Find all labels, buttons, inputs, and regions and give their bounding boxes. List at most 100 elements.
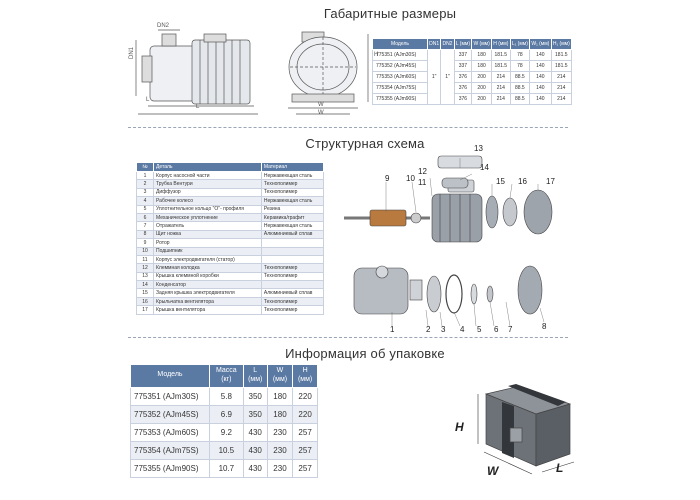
cell-material: Алюминиевый сплав — [260, 288, 325, 298]
cell-part: Крыльчатка вентилятора — [153, 296, 262, 307]
cell-mass: 10.5 — [209, 440, 244, 460]
cell-material: Алюминиевый сплав — [260, 229, 325, 240]
cell-number: 3 — [136, 187, 154, 198]
part-number-16: 16 — [518, 177, 527, 186]
cell-part: Корпус насосной части — [153, 170, 262, 181]
cell-material: Керамика/графит — [260, 212, 325, 223]
cell-part: Крышка клеммной коробки — [153, 271, 262, 282]
col-dn1: DN1 — [426, 38, 442, 50]
col-number: № — [136, 162, 154, 172]
cell-model: 775355 (AJm90S) — [130, 458, 210, 478]
cell-w: 180 — [266, 386, 294, 406]
cell-number: 10 — [136, 246, 154, 256]
cell-model: 775354 (AJm75S) — [130, 440, 210, 460]
col-model: Модель — [372, 38, 428, 50]
box-l-label: L — [556, 461, 564, 475]
cell-part: Ротор — [153, 238, 262, 248]
part-number-3: 3 — [441, 325, 446, 334]
part-number-11: 11 — [418, 178, 427, 187]
packing-title: Информация об упаковке — [285, 346, 445, 361]
cell-number: 13 — [136, 271, 154, 282]
cell-h: 181.5 — [490, 49, 511, 61]
part-number-6: 6 — [494, 325, 499, 334]
cell-model: 775354 (AJm75S) — [372, 82, 428, 94]
cell-number: 2 — [136, 179, 154, 189]
part-number-9: 9 — [385, 174, 390, 183]
cell-part: Щит ножка — [153, 229, 262, 240]
part-number-1: 1 — [390, 325, 395, 334]
dn2-label: DN2 — [157, 23, 170, 29]
table-row: 775354 (AJm75S) 376 200 214 88.5 140 214 — [372, 82, 573, 94]
cell-number: 11 — [136, 254, 154, 265]
packing-box-drawing — [477, 384, 575, 475]
w1-label: W — [318, 110, 324, 116]
cell-number: 14 — [136, 280, 154, 290]
cell-w: 230 — [266, 422, 294, 442]
box-w-label: W — [487, 464, 499, 478]
col-part: Деталь — [153, 162, 262, 172]
cell-mass: 10.7 — [209, 458, 244, 478]
cell-w: 200 — [471, 82, 492, 94]
col-mass: Масса (кг) — [209, 364, 244, 388]
table-row: 775352 (AJm45S) 337 180 181.5 78 140 181… — [372, 60, 573, 72]
cell-l: 376 — [453, 82, 473, 94]
cell-material — [260, 280, 325, 290]
part-number-17: 17 — [546, 177, 555, 186]
packing-table: Модель Масса (кг) L (мм) W (мм) H (мм) 7… — [130, 364, 318, 478]
cell-part: Клеммная колодка — [153, 263, 262, 273]
cell-number: 4 — [136, 196, 154, 206]
cell-l: 430 — [242, 440, 268, 460]
cell-model: 775353 (AJm60S) — [130, 422, 210, 442]
cell-mass: 6.9 — [209, 404, 244, 424]
cell-w: 200 — [471, 71, 492, 83]
cell-h: 214 — [490, 93, 511, 105]
part-number-13: 13 — [474, 144, 483, 153]
col-l: L (мм) — [453, 38, 473, 50]
cell-w1: 140 — [529, 49, 552, 61]
cell-number: 15 — [136, 288, 154, 298]
cell-w1: 140 — [529, 71, 552, 83]
cell-h: 257 — [292, 440, 318, 460]
cell-number: 17 — [136, 305, 154, 315]
pump-front-view-drawing — [288, 31, 369, 115]
cell-number: 9 — [136, 238, 154, 248]
cell-w1: 140 — [529, 60, 552, 72]
cell-w: 230 — [266, 440, 294, 460]
cell-h1: 214 — [550, 82, 573, 94]
cell-material: Нержавеющая сталь — [260, 221, 325, 231]
w-label: W — [318, 102, 324, 108]
cell-mass: 9.2 — [209, 422, 244, 442]
cell-h: 220 — [292, 386, 318, 406]
part-number-2: 2 — [426, 325, 431, 334]
part-number-12: 12 — [418, 167, 427, 176]
cell-part: Трубка Вентури — [153, 179, 262, 189]
l-label: L — [196, 104, 200, 110]
part-number-4: 4 — [460, 325, 465, 334]
part-number-8: 8 — [542, 322, 547, 331]
cell-h: 257 — [292, 422, 318, 442]
col-l1: L₁ (мм) — [509, 38, 531, 50]
cell-material — [260, 238, 325, 248]
part-number-15: 15 — [496, 177, 505, 186]
cell-l: 376 — [453, 93, 473, 105]
cell-h1: 214 — [550, 93, 573, 105]
cell-model: 775351 (AJm30S) — [372, 49, 428, 61]
cell-part: Задняя крышка электродвигателя — [153, 288, 262, 298]
cell-l: 350 — [242, 404, 268, 424]
cell-part: Отражатель — [153, 221, 262, 231]
cell-w1: 140 — [529, 93, 552, 105]
cell-material: Технополимер — [260, 305, 325, 315]
